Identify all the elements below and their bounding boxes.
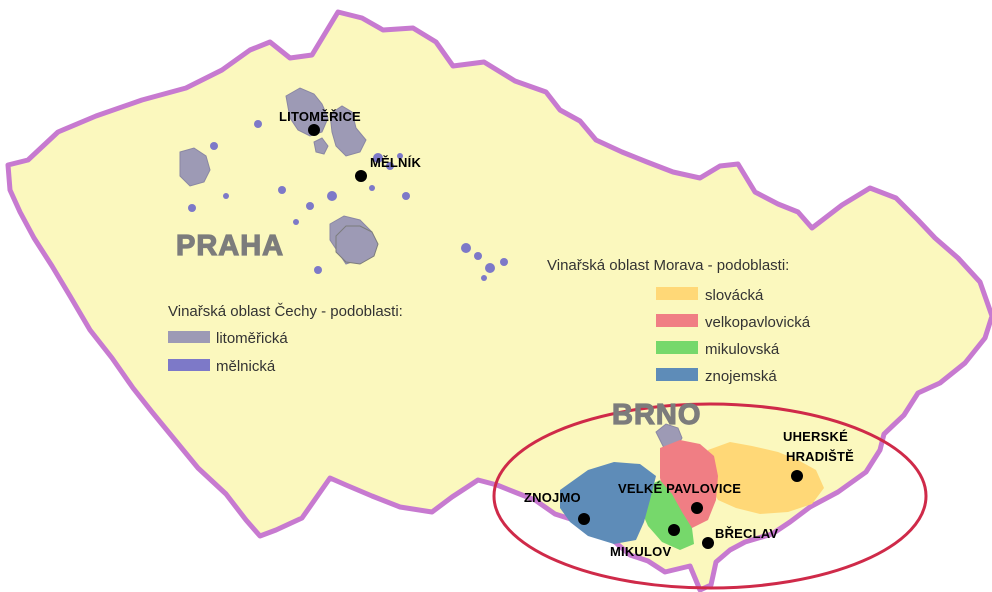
melnicka-vineyards <box>188 120 508 281</box>
mikulovska-region <box>640 480 694 550</box>
legend-cechy-title: Vinařská oblast Čechy - podoblasti: <box>168 303 403 320</box>
velke-pavlovice-label: VELKÉ PAVLOVICE <box>618 481 741 496</box>
melnik-dot <box>355 170 367 182</box>
legend-swatch-velkopavlovicka <box>656 314 698 327</box>
litomerice-dot <box>308 124 320 136</box>
legend-label-mikulovska: mikulovská <box>705 341 780 358</box>
velke-pavlovice-dot <box>691 502 703 514</box>
legend-swatch-slovacka <box>656 287 698 300</box>
legend-label-melnicka: mělnická <box>216 358 276 375</box>
uherske-hradiste-dot <box>791 470 803 482</box>
praha-cloud-icon <box>335 225 379 265</box>
legend-swatch-melnicka <box>168 359 210 371</box>
legend-swatch-znojemska <box>656 368 698 381</box>
litomerice-label: LITOMĚŘICE <box>279 109 361 124</box>
praha-label: PRAHA <box>176 230 284 262</box>
slovacka-region <box>704 442 824 514</box>
melnik-label: MĚLNÍK <box>370 155 421 170</box>
breclav-dot <box>702 537 714 549</box>
breclav-label: BŘECLAV <box>715 526 778 541</box>
znojmo-label: ZNOJMO <box>524 490 581 505</box>
znojmo-dot <box>578 513 590 525</box>
legend-label-litomericka: litoměřická <box>216 330 288 347</box>
legend-morava: Vinařská oblast Morava - podoblasti: slo… <box>547 257 811 385</box>
brno-label: BRNO <box>612 399 701 431</box>
mikulov-label: MIKULOV <box>610 544 671 559</box>
moravia-highlight-ring <box>492 402 928 590</box>
legend-cechy: Vinařská oblast Čechy - podoblasti: lito… <box>168 303 403 375</box>
mikulov-dot <box>668 524 680 536</box>
legend-swatch-mikulovska <box>656 341 698 354</box>
legend-label-slovacka: slovácká <box>705 287 764 304</box>
uherske-label: UHERSKÉ <box>783 429 848 444</box>
legend-label-znojemska: znojemská <box>705 368 777 385</box>
legend-label-velkopavlovicka: velkopavlovická <box>705 314 811 331</box>
czech-republic-shape <box>5 9 992 592</box>
legend-swatch-litomericka <box>168 331 210 343</box>
legend-morava-title: Vinařská oblast Morava - podoblasti: <box>547 257 789 274</box>
hradiste-label: HRADIŠTĚ <box>786 449 854 464</box>
